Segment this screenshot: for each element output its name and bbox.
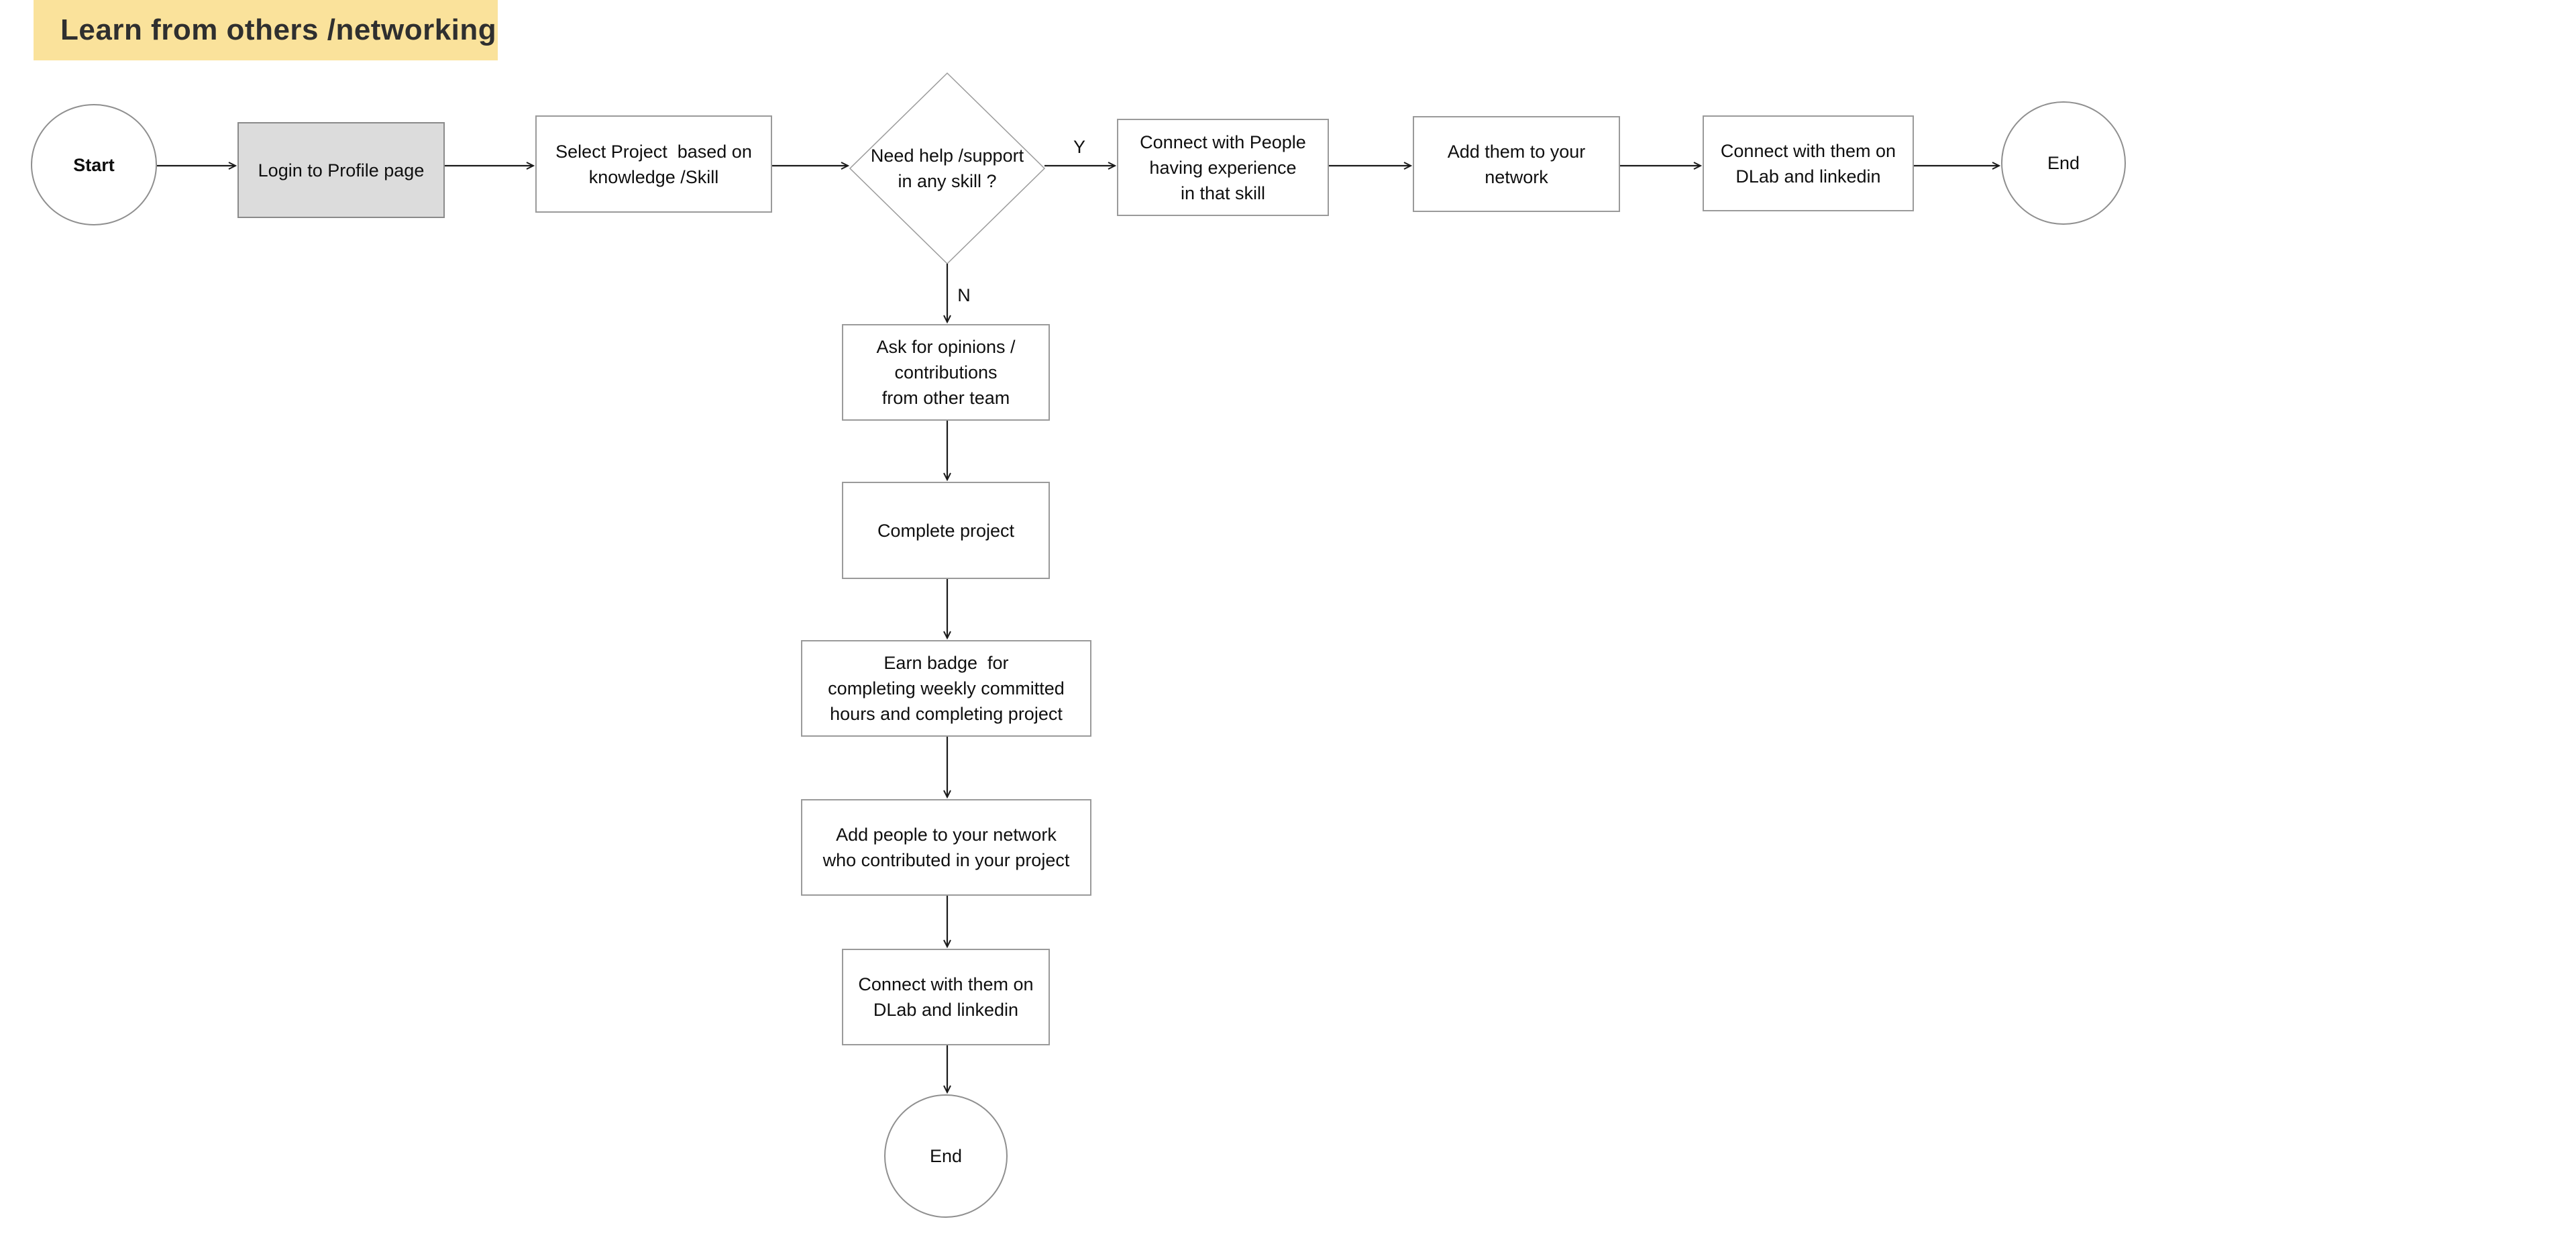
process-connect-dlab-top-label: Connect with them on DLab and linkedin (1720, 140, 1896, 187)
end-top-label: End (2047, 153, 2080, 173)
end-terminator-bottom: End (884, 1094, 1008, 1218)
process-connect-people-label: Connect with People having experience in… (1140, 132, 1306, 203)
diagram-title: Learn from others /networking (34, 0, 498, 60)
process-ask-opinions: Ask for opinions / contributions from ot… (842, 324, 1050, 421)
decision-need-help: Need help /support in any skill ? (840, 128, 1055, 209)
start-label: Start (73, 154, 115, 175)
process-login-profile-label: Login to Profile page (258, 160, 425, 180)
end-terminator-top: End (2001, 101, 2126, 225)
decision-need-help-label: Need help /support in any skill ? (870, 146, 1024, 191)
start-terminator: Start (31, 104, 157, 225)
process-complete-project: Complete project (842, 482, 1050, 579)
process-connect-dlab-bottom: Connect with them on DLab and linkedin (842, 949, 1050, 1045)
process-ask-opinions-label: Ask for opinions / contributions from ot… (876, 337, 1016, 408)
process-add-people-network: Add people to your network who contribut… (801, 799, 1091, 896)
process-complete-project-label: Complete project (877, 520, 1015, 541)
process-add-them-network: Add them to your network (1413, 116, 1620, 212)
process-select-project: Select Project based on knowledge /Skill (535, 115, 772, 213)
edge-label-yes: Y (1073, 136, 1085, 157)
end-bottom-label: End (929, 1146, 963, 1166)
process-connect-dlab-top: Connect with them on DLab and linkedin (1703, 115, 1914, 211)
process-earn-badge: Earn badge for completing weekly committ… (801, 640, 1091, 737)
process-add-them-network-label: Add them to your network (1447, 141, 1586, 187)
process-login-profile: Login to Profile page (237, 122, 445, 218)
process-connect-dlab-bottom-label: Connect with them on DLab and linkedin (858, 974, 1034, 1020)
process-select-project-label: Select Project based on knowledge /Skill (555, 141, 752, 187)
process-earn-badge-label: Earn badge for completing weekly committ… (828, 653, 1065, 724)
process-add-people-network-label: Add people to your network who contribut… (822, 825, 1070, 870)
edge-label-no: N (957, 284, 971, 305)
process-connect-people: Connect with People having experience in… (1117, 119, 1329, 216)
